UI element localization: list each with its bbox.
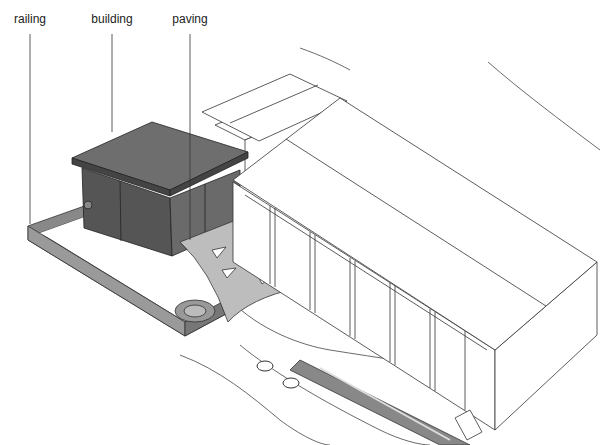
part-label: railing — [14, 12, 46, 26]
main-building — [233, 98, 597, 440]
part-label: paving — [172, 12, 207, 26]
part-label: building — [91, 12, 132, 26]
leader-lines — [30, 34, 190, 240]
terrain-lines — [180, 48, 600, 445]
